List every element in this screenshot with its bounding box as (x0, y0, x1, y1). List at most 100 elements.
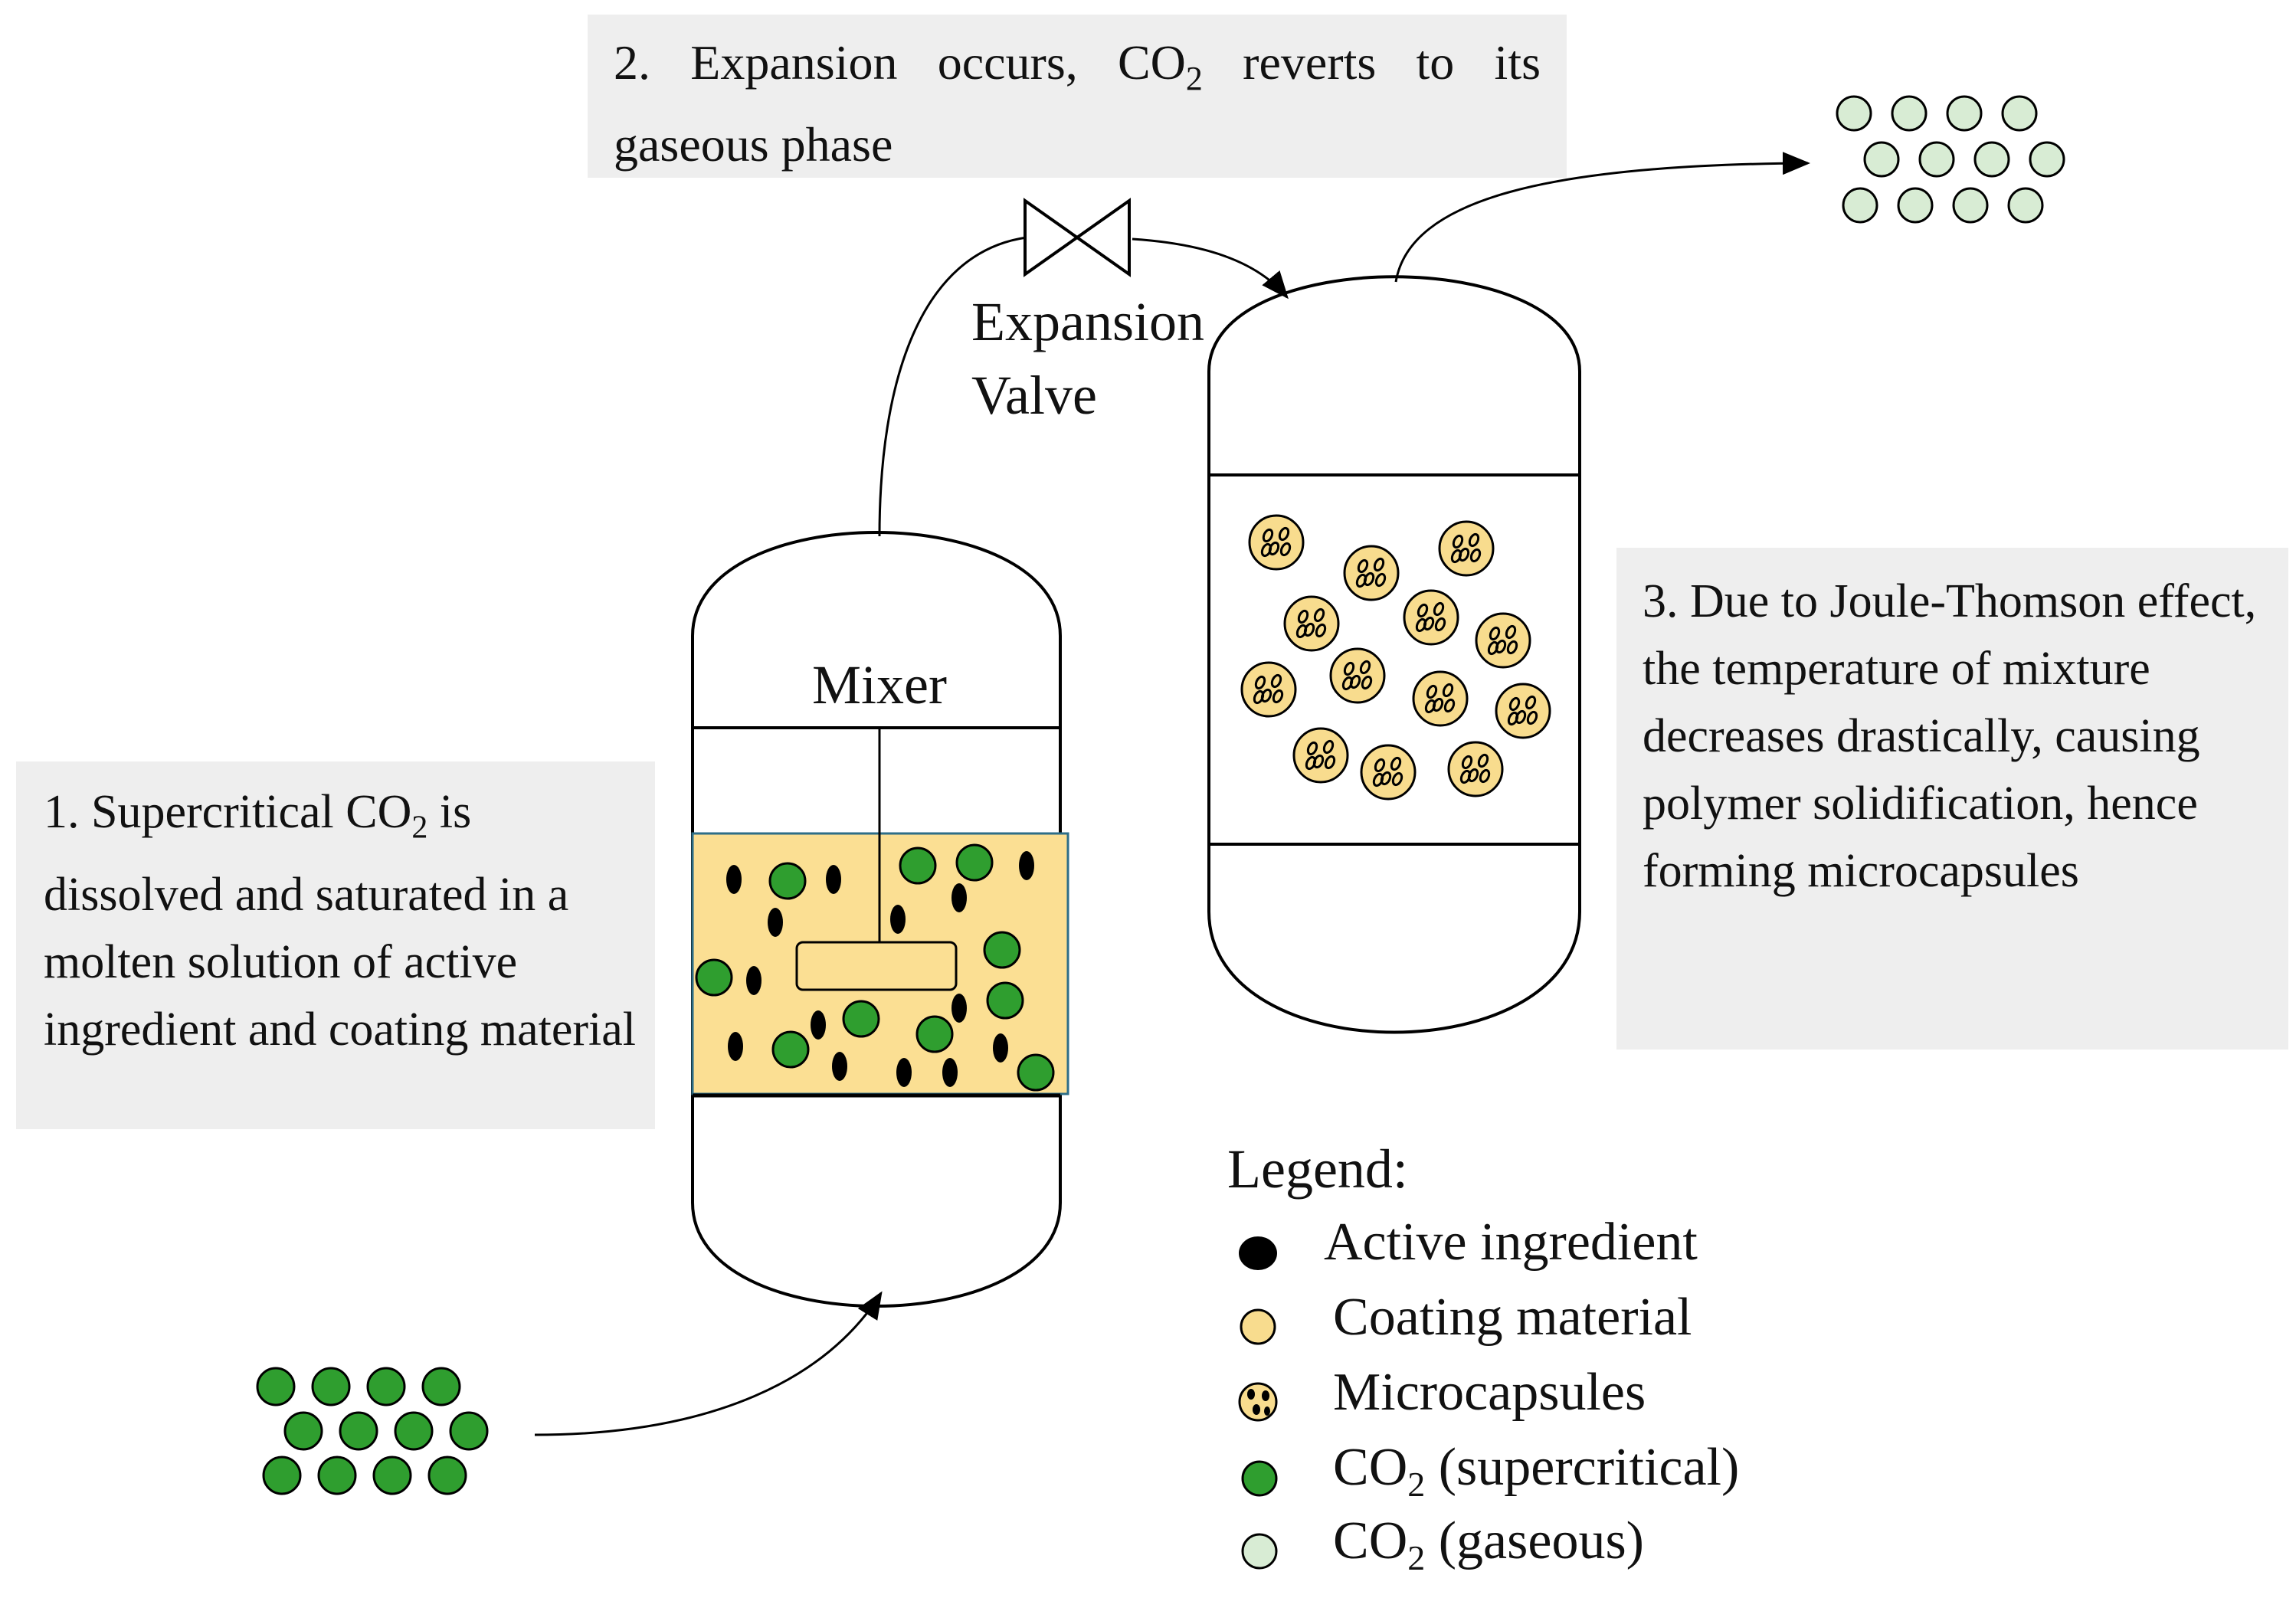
microcapsule-core (1322, 739, 1335, 755)
mixer-label: Mixer (812, 654, 947, 715)
co2-gaseous-particle (1891, 95, 1928, 132)
legend-active-symbol (1239, 1236, 1277, 1270)
active-ingredient-particle (832, 1052, 847, 1081)
active-ingredient-particle (746, 966, 762, 995)
microcapsule-core (1507, 711, 1519, 726)
microcapsule-core (1359, 660, 1371, 675)
microcapsule-core (1505, 624, 1517, 640)
step3-text: 3. Due to Joule-Thomson effect, the temp… (1643, 575, 2257, 897)
microcapsule-core (1391, 771, 1403, 787)
microcapsule-core (1424, 699, 1436, 714)
microcapsule-core (1355, 573, 1367, 588)
co2-gaseous-particle (1842, 187, 1878, 224)
active-ingredient-particle (896, 1058, 912, 1087)
microcapsule-core (1297, 609, 1309, 624)
microcapsule (1283, 595, 1340, 652)
microcapsule-core (1452, 534, 1464, 549)
legend-title: Legend: (1227, 1138, 1408, 1200)
microcapsule-core (1260, 542, 1272, 558)
mixer-particles (695, 843, 1055, 1092)
microcapsule-core (1434, 617, 1446, 632)
co2-supercritical-particle (283, 1411, 323, 1451)
active-ingredient-particle (993, 1033, 1008, 1063)
microcapsule-core (1442, 683, 1454, 698)
co2-gaseous-particle (1952, 187, 1989, 224)
active-ingredient-particle (1019, 851, 1034, 880)
co2-supercritical-particle (256, 1367, 296, 1406)
co2-supercritical-particle (262, 1456, 302, 1495)
microcapsule (1438, 520, 1495, 577)
microcapsule-core (1417, 603, 1429, 618)
microcapsule-core (1313, 607, 1325, 623)
active-ingredient-particle (951, 883, 967, 912)
microcapsule-core (1357, 558, 1369, 574)
co2-supercritical-particle (983, 931, 1021, 969)
microcapsule-core (1461, 755, 1473, 770)
microcapsule (1292, 727, 1349, 784)
microcapsule-core (1343, 661, 1355, 676)
microcapsule-core (1372, 772, 1384, 788)
co2-gaseous-particle (2029, 141, 2065, 178)
active-ingredient-particle (890, 905, 906, 934)
expansion-valve-icon (1024, 198, 1131, 277)
microcapsule (1412, 670, 1469, 727)
microcapsule (1248, 514, 1305, 571)
microcapsule-core (1295, 624, 1308, 639)
mixer-impeller (795, 941, 958, 991)
microcapsule-core (1479, 768, 1491, 784)
co2-supercritical-particle (427, 1456, 467, 1495)
microcapsule-core (1278, 526, 1290, 542)
legend-microcapsule-symbol (1238, 1382, 1278, 1422)
microcapsule (1240, 661, 1297, 718)
co2-supercritical-particle (768, 862, 807, 900)
co2-gaseous-particle (2007, 187, 2044, 224)
co2-gaseous-particle (1918, 141, 1955, 178)
co2-supercritical-particle (339, 1411, 378, 1451)
co2-supercritical-particle (394, 1411, 434, 1451)
legend-co2-sc-symbol (1241, 1460, 1278, 1497)
inlet-flow-arrow (534, 1291, 883, 1436)
active-ingredient-particle (826, 865, 841, 894)
microcapsule-core (1272, 689, 1284, 704)
step2-text: 2. Expansion occurs, CO2 reverts to its … (614, 35, 1541, 172)
microcapsule-core (1324, 755, 1336, 770)
microcapsule-core (1262, 528, 1274, 543)
microcapsule-core (1426, 684, 1438, 699)
microcapsule-core (1374, 572, 1387, 588)
active-ingredient-particle (728, 1032, 743, 1061)
active-ingredient-particle (942, 1058, 958, 1087)
microcapsule (1343, 545, 1400, 601)
microcapsule-core (1459, 769, 1472, 784)
microcapsule-core (1253, 689, 1265, 705)
co2-supercritical-particle (771, 1030, 810, 1069)
expansion-vessel (1207, 275, 1581, 1034)
microcapsule-core (1306, 741, 1318, 756)
step1-description: 1. Supercritical CO2 is dissolved and sa… (16, 761, 655, 1129)
microcapsule (1447, 741, 1504, 797)
active-ingredient-particle (811, 1010, 826, 1040)
microcapsule-core (1270, 673, 1282, 689)
co2-supercritical-particle (915, 1015, 954, 1053)
microcapsule-core (1415, 617, 1427, 633)
microcapsule-core (1373, 557, 1385, 572)
microcapsule (1475, 612, 1531, 669)
microcapsule-core (1526, 710, 1538, 725)
microcapsule (1495, 683, 1551, 739)
microcapsule-core (1315, 623, 1327, 638)
microcapsule (1403, 589, 1459, 646)
microcapsule-core (1506, 640, 1518, 655)
co2-supercritical-particle (695, 958, 733, 997)
co2-supercritical-particle (1017, 1053, 1055, 1092)
microcapsule (1329, 647, 1386, 704)
co2-supercritical-particle (317, 1456, 357, 1495)
microcapsule-core (1341, 676, 1354, 691)
co2-gaseous-particle (1946, 95, 1983, 132)
co2-gaseous-particle (1836, 95, 1872, 132)
microcapsules-group (1240, 514, 1551, 801)
microcapsule-core (1508, 696, 1521, 712)
step3-description: 3. Due to Joule-Thomson effect, the temp… (1616, 548, 2288, 1050)
legend-co2-gas-symbol (1241, 1533, 1278, 1570)
microcapsule-core (1487, 640, 1499, 656)
co2-gaseous-particle (1973, 141, 2010, 178)
microcapsule-core (1433, 601, 1445, 617)
